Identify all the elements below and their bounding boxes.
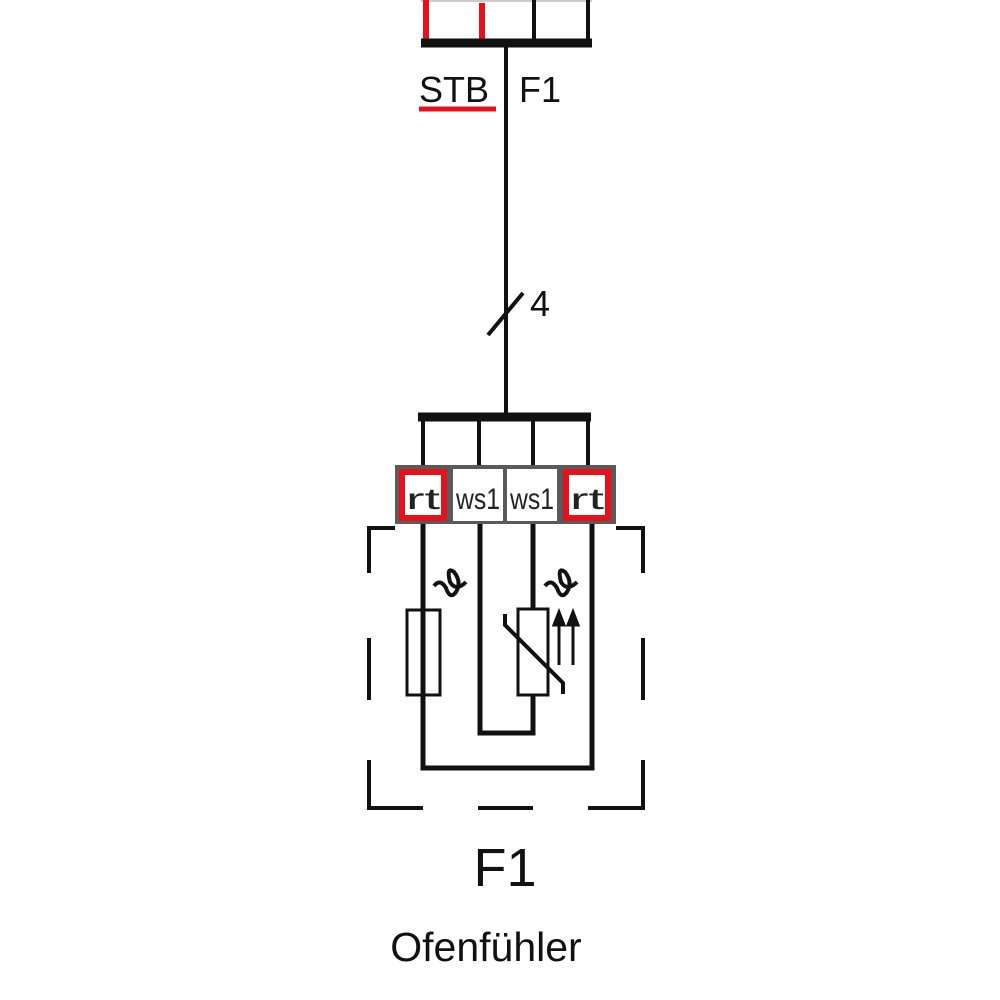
terminal-ws1-2[interactable]: ws1	[507, 469, 557, 521]
temperature-theta-icon	[543, 568, 579, 598]
f1-connector-label: F1	[519, 69, 561, 110]
thermistor-symbol	[503, 607, 565, 697]
increase-arrows-icon	[551, 607, 581, 665]
temperature-theta-icon	[432, 568, 468, 598]
device-enclosure	[367, 526, 645, 810]
conductor-count-label: 4	[530, 283, 550, 324]
lower-bus	[418, 412, 591, 466]
resistor-symbol	[405, 608, 442, 697]
top-connector	[421, 0, 592, 48]
terminal-ws1-1[interactable]: ws1	[453, 469, 503, 521]
terminal-label: ws1	[455, 483, 500, 516]
terminal-rt-1[interactable]: rt	[399, 469, 447, 521]
terminal-rt-2[interactable]: rt	[563, 469, 611, 521]
device-designation: F1	[473, 838, 536, 898]
terminal-label: rt	[406, 483, 441, 516]
internal-wiring	[420, 524, 595, 771]
terminal-label: rt	[570, 483, 605, 516]
terminal-label: ws1	[509, 483, 554, 516]
conductor-count-slash	[486, 291, 525, 337]
stb-label: STB	[419, 69, 489, 110]
device-name: Ofenfühler	[390, 924, 581, 970]
